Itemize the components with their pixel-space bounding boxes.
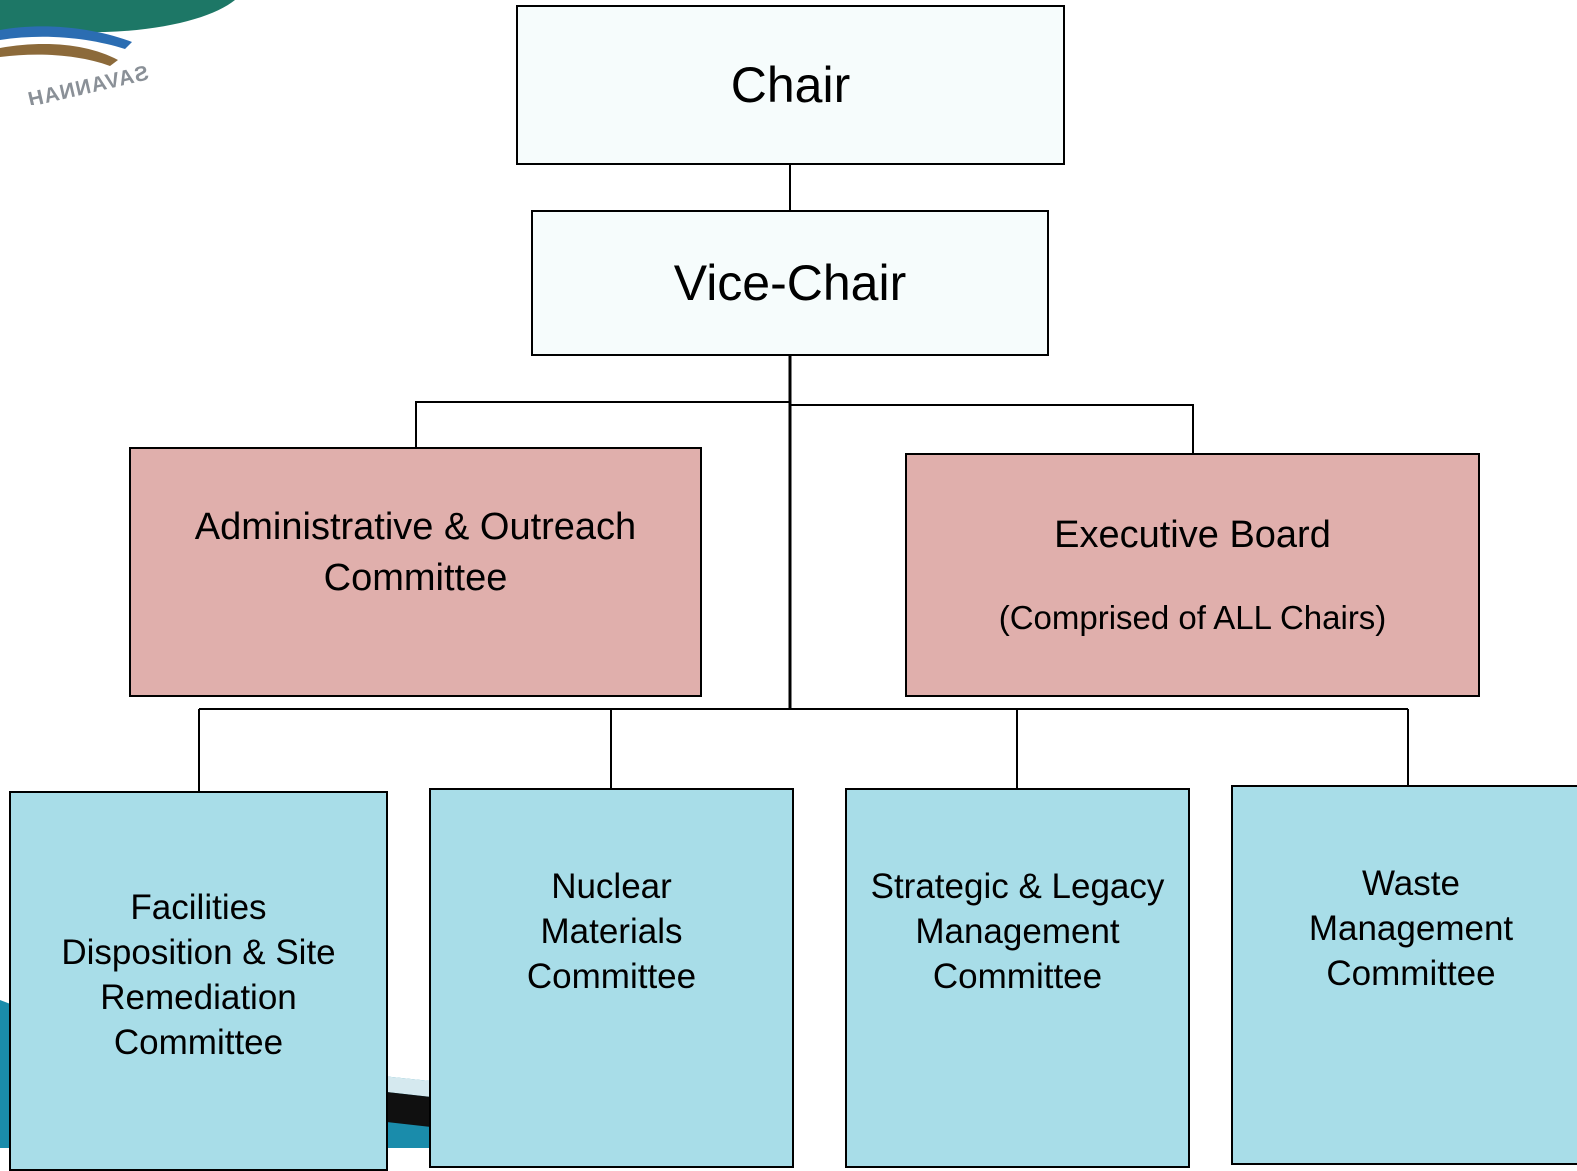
admin-outreach-committee-label: Administrative & Outreach Committee (194, 506, 637, 599)
logo-blue-wave (0, 26, 132, 49)
vice-chair-box: Vice-Chair (531, 210, 1049, 356)
chair-label: Chair (730, 57, 851, 113)
executive-board-box: Executive Board (Comprised of ALL Chairs… (905, 453, 1480, 697)
admin-outreach-committee-box: Administrative & Outreach Committee (129, 447, 702, 697)
connector-admin-branch (415, 401, 790, 448)
committee-strategic-box: Strategic & Legacy Management Committee (845, 788, 1190, 1168)
executive-board-label: Executive Board (1054, 514, 1331, 556)
committee-nuclear-box: Nuclear Materials Committee (429, 788, 794, 1168)
committee-waste-box: Waste Management Committee (1231, 785, 1577, 1165)
connector-exec-branch (790, 404, 1194, 454)
chair-box: Chair (516, 5, 1065, 165)
committee-waste-label: Waste Management Committee (1308, 864, 1514, 993)
committee-facilities-box: Facilities Disposition & Site Remediatio… (9, 791, 388, 1171)
committee-facilities-label: Facilities Disposition & Site Remediatio… (61, 888, 336, 1062)
vice-chair-label: Vice-Chair (673, 255, 907, 311)
committee-strategic-label: Strategic & Legacy Management Committee (870, 867, 1165, 996)
logo-green-wave (0, 0, 235, 33)
logo-brown-wave (0, 44, 118, 66)
executive-board-note: (Comprised of ALL Chairs) (998, 599, 1387, 636)
savannah-logo: SAVANNAH (0, 0, 235, 105)
committee-nuclear-label: Nuclear Materials Committee (526, 867, 697, 996)
